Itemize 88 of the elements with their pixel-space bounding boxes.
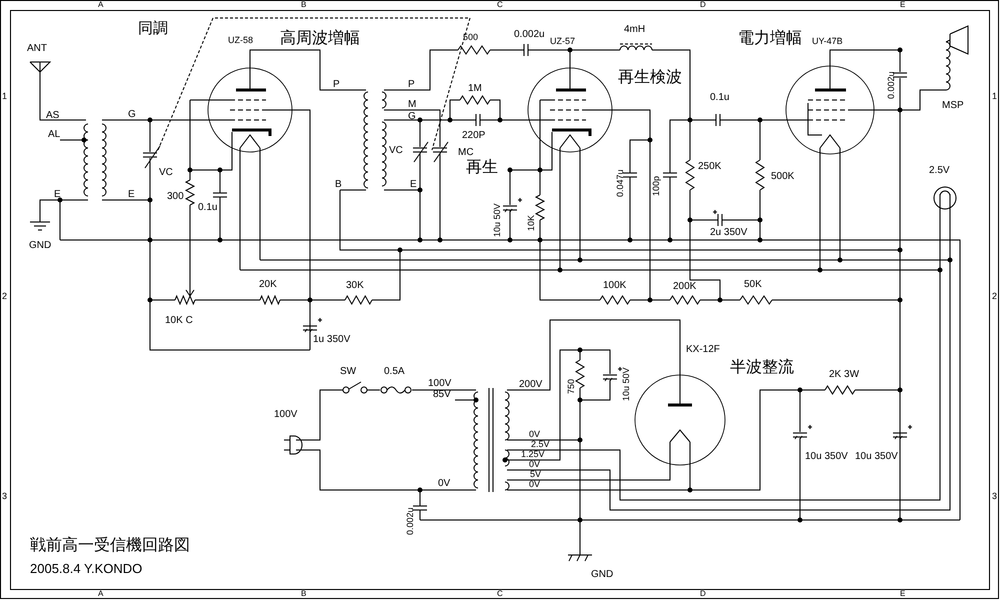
component-value-label: 2K 3W xyxy=(829,370,860,380)
component-value-label: 0.1u xyxy=(710,93,730,103)
component-value-label: 50K xyxy=(744,280,762,290)
component-value-label: 10K xyxy=(527,214,536,231)
component-value-label: SW xyxy=(340,367,356,377)
grid-reference: 3 xyxy=(2,492,8,501)
grid-reference: A xyxy=(98,590,104,598)
terminal-label: E xyxy=(410,180,417,190)
terminal-label: 2.5V xyxy=(531,440,550,449)
terminal-label: M xyxy=(408,100,416,110)
component-value-label: 1u 350V xyxy=(313,335,350,345)
component-value-label: 4mH xyxy=(624,25,646,35)
component-value-label: 10u 50V xyxy=(622,367,631,401)
terminal-label: AS xyxy=(46,111,60,121)
component-value-label: 0.5A xyxy=(384,367,405,377)
component-value-label: 2u 350V xyxy=(710,228,748,238)
grid-reference: 2 xyxy=(2,292,8,301)
tube-type-label: UZ-58 xyxy=(228,36,254,45)
terminal-label: 1.25V xyxy=(521,450,545,459)
tube-type-label: KX-12F xyxy=(686,345,720,355)
terminal-label: 100V xyxy=(428,379,452,389)
terminal-label: GND xyxy=(29,241,52,251)
component-value-label: 500 xyxy=(463,33,478,42)
component-value-label: 100V xyxy=(274,410,298,420)
terminal-label: P xyxy=(408,80,415,90)
terminal-label: B xyxy=(335,180,342,190)
terminal-label: G xyxy=(128,110,136,120)
component-value-label: 0.002u xyxy=(406,507,415,535)
grid-reference: B xyxy=(301,590,306,598)
section-heading: 高周波増幅 xyxy=(280,31,360,47)
component-value-label: 200K xyxy=(673,282,696,292)
component-value-label: 10u 50V xyxy=(493,203,502,237)
terminal-label: E xyxy=(54,190,61,200)
grid-reference: 1 xyxy=(992,92,998,101)
component-value-label: 0.002u xyxy=(887,71,896,99)
grid-reference: D xyxy=(700,590,706,598)
component-value-label: 750 xyxy=(567,378,576,394)
terminal-label: 200V xyxy=(519,380,542,390)
component-value-label: MC xyxy=(458,148,474,158)
grid-reference: 2 xyxy=(992,292,998,301)
section-heading: 再生 xyxy=(466,160,498,176)
terminal-label: 5V xyxy=(530,470,542,479)
component-value-label: 20K xyxy=(259,280,277,290)
grid-reference: A xyxy=(98,1,104,9)
diagram-title: 戦前高一受信機回路図 xyxy=(30,538,190,554)
tube-type-label: UZ-57 xyxy=(550,37,576,46)
component-value-label: 10u 350V xyxy=(805,452,848,462)
terminal-label: 0V xyxy=(529,460,540,469)
component-value-label: 500K xyxy=(771,172,794,182)
terminal-label: 0V xyxy=(438,479,450,489)
component-value-label: 2.5V xyxy=(929,166,950,176)
component-value-label: 1M xyxy=(468,84,482,94)
terminal-label: GND xyxy=(591,570,614,580)
grid-reference: B xyxy=(301,1,306,9)
section-heading: 再生検波 xyxy=(618,70,682,86)
grid-reference: C xyxy=(497,590,503,598)
grid-reference: E xyxy=(900,590,906,598)
component-value-label: 100K xyxy=(603,281,626,291)
component-value-label: MSP xyxy=(942,101,964,111)
section-heading: 半波整流 xyxy=(730,360,794,376)
grid-reference: C xyxy=(497,1,503,9)
terminal-label: P xyxy=(333,80,340,90)
grid-reference: 1 xyxy=(2,92,8,101)
grid-reference: D xyxy=(700,1,706,9)
component-value-label: 10K C xyxy=(165,316,193,326)
component-value-label: 250K xyxy=(698,162,722,172)
terminal-label: 0V xyxy=(529,480,540,489)
component-value-label: VC xyxy=(159,168,173,178)
component-value-label: 0.1u xyxy=(198,203,218,213)
terminal-label: 0V xyxy=(529,430,540,439)
tube-type-label: UY-47B xyxy=(812,37,843,46)
author-date-caption: 2005.8.4 Y.KONDO xyxy=(30,562,142,575)
section-heading: 同調 xyxy=(138,21,168,36)
grid-reference: E xyxy=(900,1,906,9)
terminal-label: E xyxy=(128,190,135,200)
component-value-label: 0.002u xyxy=(514,30,545,40)
component-value-label: 300 xyxy=(167,192,184,202)
component-value-label: 220P xyxy=(462,131,486,141)
component-value-label: VC xyxy=(389,146,403,156)
section-heading: 電力増幅 xyxy=(738,31,802,47)
terminal-label: G xyxy=(408,112,416,122)
terminal-label: ANT xyxy=(27,44,47,54)
component-value-label: 10u 350V xyxy=(855,452,898,462)
component-value-label: 30K xyxy=(346,281,364,291)
component-value-label: 100p xyxy=(652,176,661,196)
grid-reference: 3 xyxy=(992,492,998,501)
component-value-label: 0.047u xyxy=(616,169,625,197)
terminal-label: AL xyxy=(48,130,60,140)
